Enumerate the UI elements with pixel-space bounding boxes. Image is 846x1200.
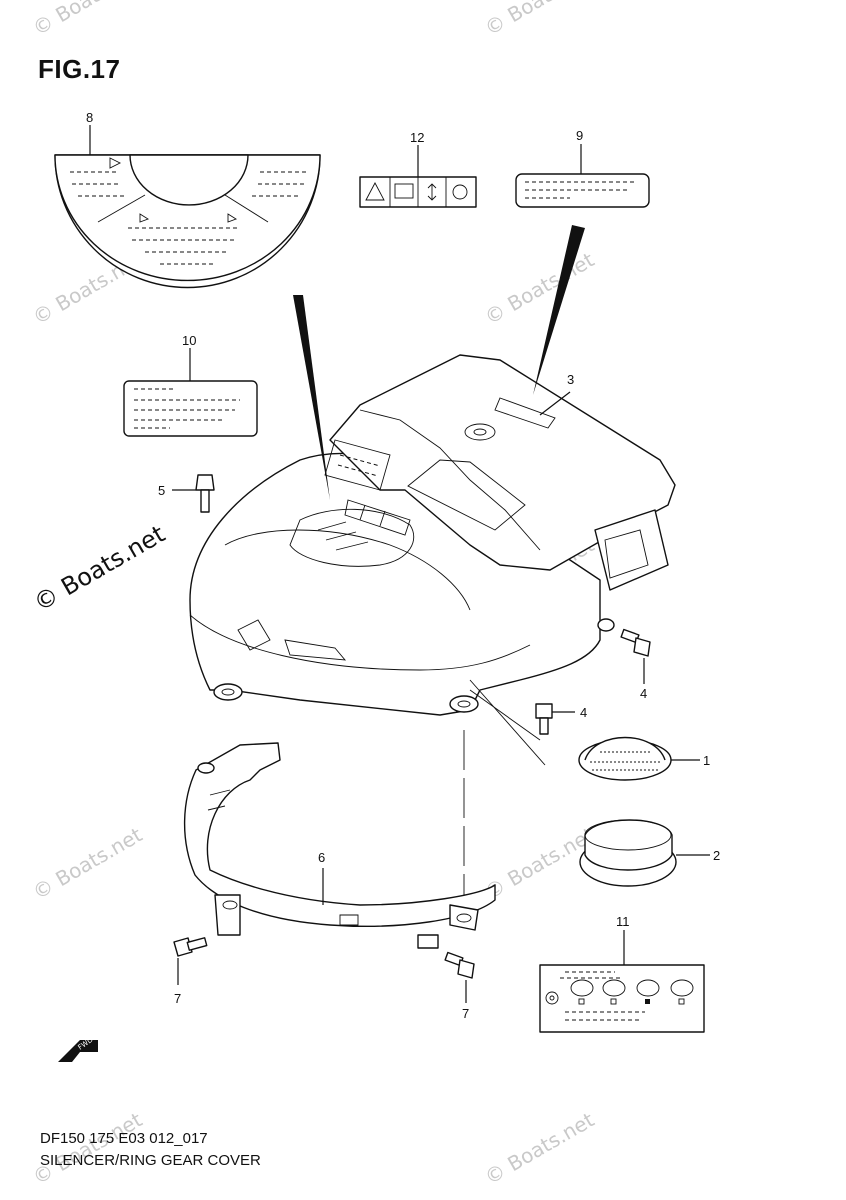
watermark: © Boats.net bbox=[481, 1107, 599, 1189]
callout-7-left: 7 bbox=[174, 991, 181, 1006]
part-2-ring bbox=[579, 819, 710, 887]
callout-4-upper: 4 bbox=[640, 686, 647, 701]
callout-9: 9 bbox=[576, 128, 583, 143]
callout-2: 2 bbox=[713, 848, 720, 863]
part-12-decal bbox=[539, 930, 705, 1033]
callout-7-right: 7 bbox=[462, 1006, 469, 1021]
part-6-ring-gear-cover bbox=[183, 742, 496, 949]
callout-5: 5 bbox=[158, 483, 165, 498]
watermark: © Boats.net bbox=[481, 0, 599, 40]
callout-4-lower: 4 bbox=[580, 705, 587, 720]
watermark: © Boats.net bbox=[29, 0, 147, 40]
part-1-filter bbox=[578, 736, 700, 781]
callout-8: 8 bbox=[86, 110, 93, 125]
callout-1: 1 bbox=[703, 753, 710, 768]
callout-6: 6 bbox=[318, 850, 325, 865]
callout-3: 3 bbox=[567, 372, 574, 387]
part-9-label bbox=[515, 144, 650, 208]
watermark: © Boats.net bbox=[29, 1107, 147, 1189]
callout-12: 11 bbox=[616, 914, 630, 929]
fwd-arrow-icon: FWD bbox=[58, 1036, 98, 1062]
part-7-bolt-left bbox=[173, 937, 208, 985]
watermark-large: © Boats.net bbox=[29, 520, 170, 617]
leader-line bbox=[469, 689, 541, 741]
part-4-bolt-lower bbox=[535, 703, 575, 735]
model-code: DF150 175 E03 012_017 bbox=[40, 1130, 208, 1147]
part-10-label bbox=[123, 348, 258, 437]
part-4-bolt-upper bbox=[620, 628, 651, 684]
watermark: © Boats.net bbox=[29, 822, 147, 904]
part-8-decal bbox=[54, 125, 321, 289]
pointer-wedge-left bbox=[293, 295, 330, 500]
figure-title: FIG.17 bbox=[38, 54, 121, 84]
callout-10: 10 bbox=[182, 333, 196, 348]
part-11-label bbox=[359, 145, 477, 208]
callout-11: 12 bbox=[410, 130, 424, 145]
part-5-bolt bbox=[172, 474, 215, 513]
part-group-name: SILENCER/RING GEAR COVER bbox=[40, 1152, 261, 1169]
part-3-silencer bbox=[189, 354, 676, 716]
watermark: © Boats.net bbox=[481, 247, 599, 329]
leader-line bbox=[469, 679, 546, 766]
part-7-bolt-right bbox=[444, 951, 475, 1003]
pointer-wedge-right bbox=[533, 225, 585, 395]
